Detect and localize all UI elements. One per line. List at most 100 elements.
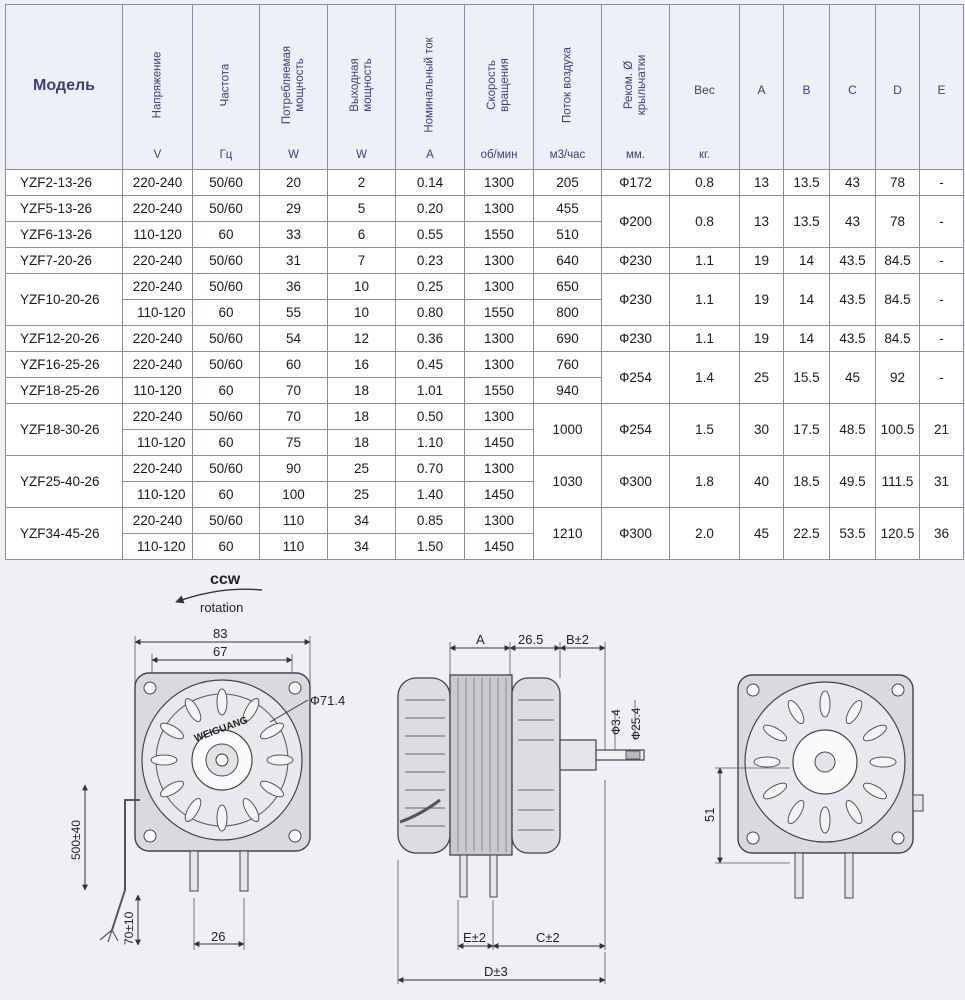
cell-e: - [919,351,964,404]
cell-current: 0.20 [395,195,465,222]
cell-speed: 1300 [464,195,534,222]
dim-a-label: A [476,632,485,647]
mounting-hole [746,683,760,697]
dim-d-label: D±3 [484,964,508,979]
rear-vents [753,690,897,834]
cell-d: 84.5 [875,273,920,326]
rear-terminals [794,852,854,899]
cell-airflow: 1030 [533,455,602,508]
side-stator-stack [449,674,513,856]
col-frequency-unit: Гц [219,149,233,161]
side-shaft-flat [625,750,641,760]
cell-airflow: 1000 [533,403,602,456]
dim-26-label: 26 [211,929,225,944]
table-row: YZF25-40-26 220-240 50/60 90 25 0.70 130… [5,455,964,508]
cell-voltage: 220-240 [122,403,193,430]
cell-model: YZF25-40-26 [5,455,123,508]
dim-26-5-label: 26.5 [518,632,543,647]
terminal-pin [794,852,804,899]
cell-voltage: 110-120 [122,533,193,560]
col-b: B [783,4,830,170]
cell-voltage: 220-240 [122,455,193,482]
col-a-label: A [757,83,766,97]
mounting-hole [143,829,157,843]
cell-input-power: 20 [259,169,328,196]
cell-blade: Ф254 [601,351,670,404]
cell-a: 13 [739,195,784,248]
cell-a: 13 [739,169,784,196]
cell-input-power: 33 [259,221,328,248]
table-row: YZF2-13-26 220-240 50/60 20 2 0.14 1300 … [5,169,964,196]
cell-current: 1.01 [395,377,465,404]
cell-speed: 1550 [464,299,534,326]
cell-current: 0.70 [395,455,465,482]
dim-b-label: B±2 [566,632,589,647]
cell-e: 21 [919,403,964,456]
front-shaft [215,753,229,767]
cell-model: YZF6-13-26 [5,221,123,248]
cell-blade: Ф254 [601,403,670,456]
col-current-label: Номинальный ток [423,37,436,133]
terminal-pin [189,850,199,892]
cell-model: YZF2-13-26 [5,169,123,196]
cell-speed: 1300 [464,325,534,352]
col-model: Модель [5,4,123,170]
cell-frequency: 60 [192,221,260,248]
col-input-power-unit: W [288,149,299,161]
rotation-label: rotation [200,600,243,615]
cell-current: 0.14 [395,169,465,196]
cell-weight: 1.1 [669,247,740,274]
rear-cable-gland [912,794,924,812]
terminal-pin [239,850,249,892]
cell-speed: 1300 [464,247,534,274]
table-row: YZF6-13-26 110-120 60 33 6 0.55 1550 510 [5,221,964,248]
cell-d: 120.5 [875,507,920,560]
mounting-hole [288,829,302,843]
cell-blade: Ф230 [601,247,670,274]
cell-output-power: 25 [327,481,396,508]
cell-current: 0.55 [395,221,465,248]
cell-weight: 1.1 [669,325,740,352]
col-c-label: C [848,83,857,97]
cell-current: 0.45 [395,351,465,378]
cell-input-power: 29 [259,195,328,222]
cell-e: 31 [919,455,964,508]
cell-d: 78 [875,169,920,196]
cell-airflow: 760 [533,351,602,378]
cell-c: 43.5 [829,247,876,274]
mounting-hole [288,681,302,695]
col-output-power-label-1: Выходная [348,58,361,112]
cell-speed: 1300 [464,507,534,534]
cell-frequency: 60 [192,299,260,326]
cell-b: 14 [783,247,830,274]
cell-weight: 1.5 [669,403,740,456]
cell-output-power: 34 [327,507,396,534]
col-output-power-label-2: мощность [361,58,374,112]
cell-e: - [919,247,964,274]
col-d-label: D [893,83,902,97]
cell-speed: 1450 [464,533,534,560]
ccw-arrow [175,588,263,604]
side-view: A 26.5 B±2 [397,632,645,984]
col-b-label: B [802,83,811,97]
table-row: YZF34-45-26 220-240 50/60 110 34 0.85 13… [5,507,964,560]
cell-blade: Ф300 [601,455,670,508]
col-speed-label-1: Скорость [486,60,498,110]
cell-input-power: 60 [259,351,328,378]
cell-current: 0.25 [395,273,465,300]
terminal-pin [489,854,498,898]
cell-frequency: 50/60 [192,273,260,300]
cell-weight: 0.8 [669,195,740,248]
dim-70-label: 70±10 [122,911,136,945]
cell-speed: 1300 [464,169,534,196]
cell-voltage: 220-240 [122,195,193,222]
cell-frequency: 60 [192,533,260,560]
